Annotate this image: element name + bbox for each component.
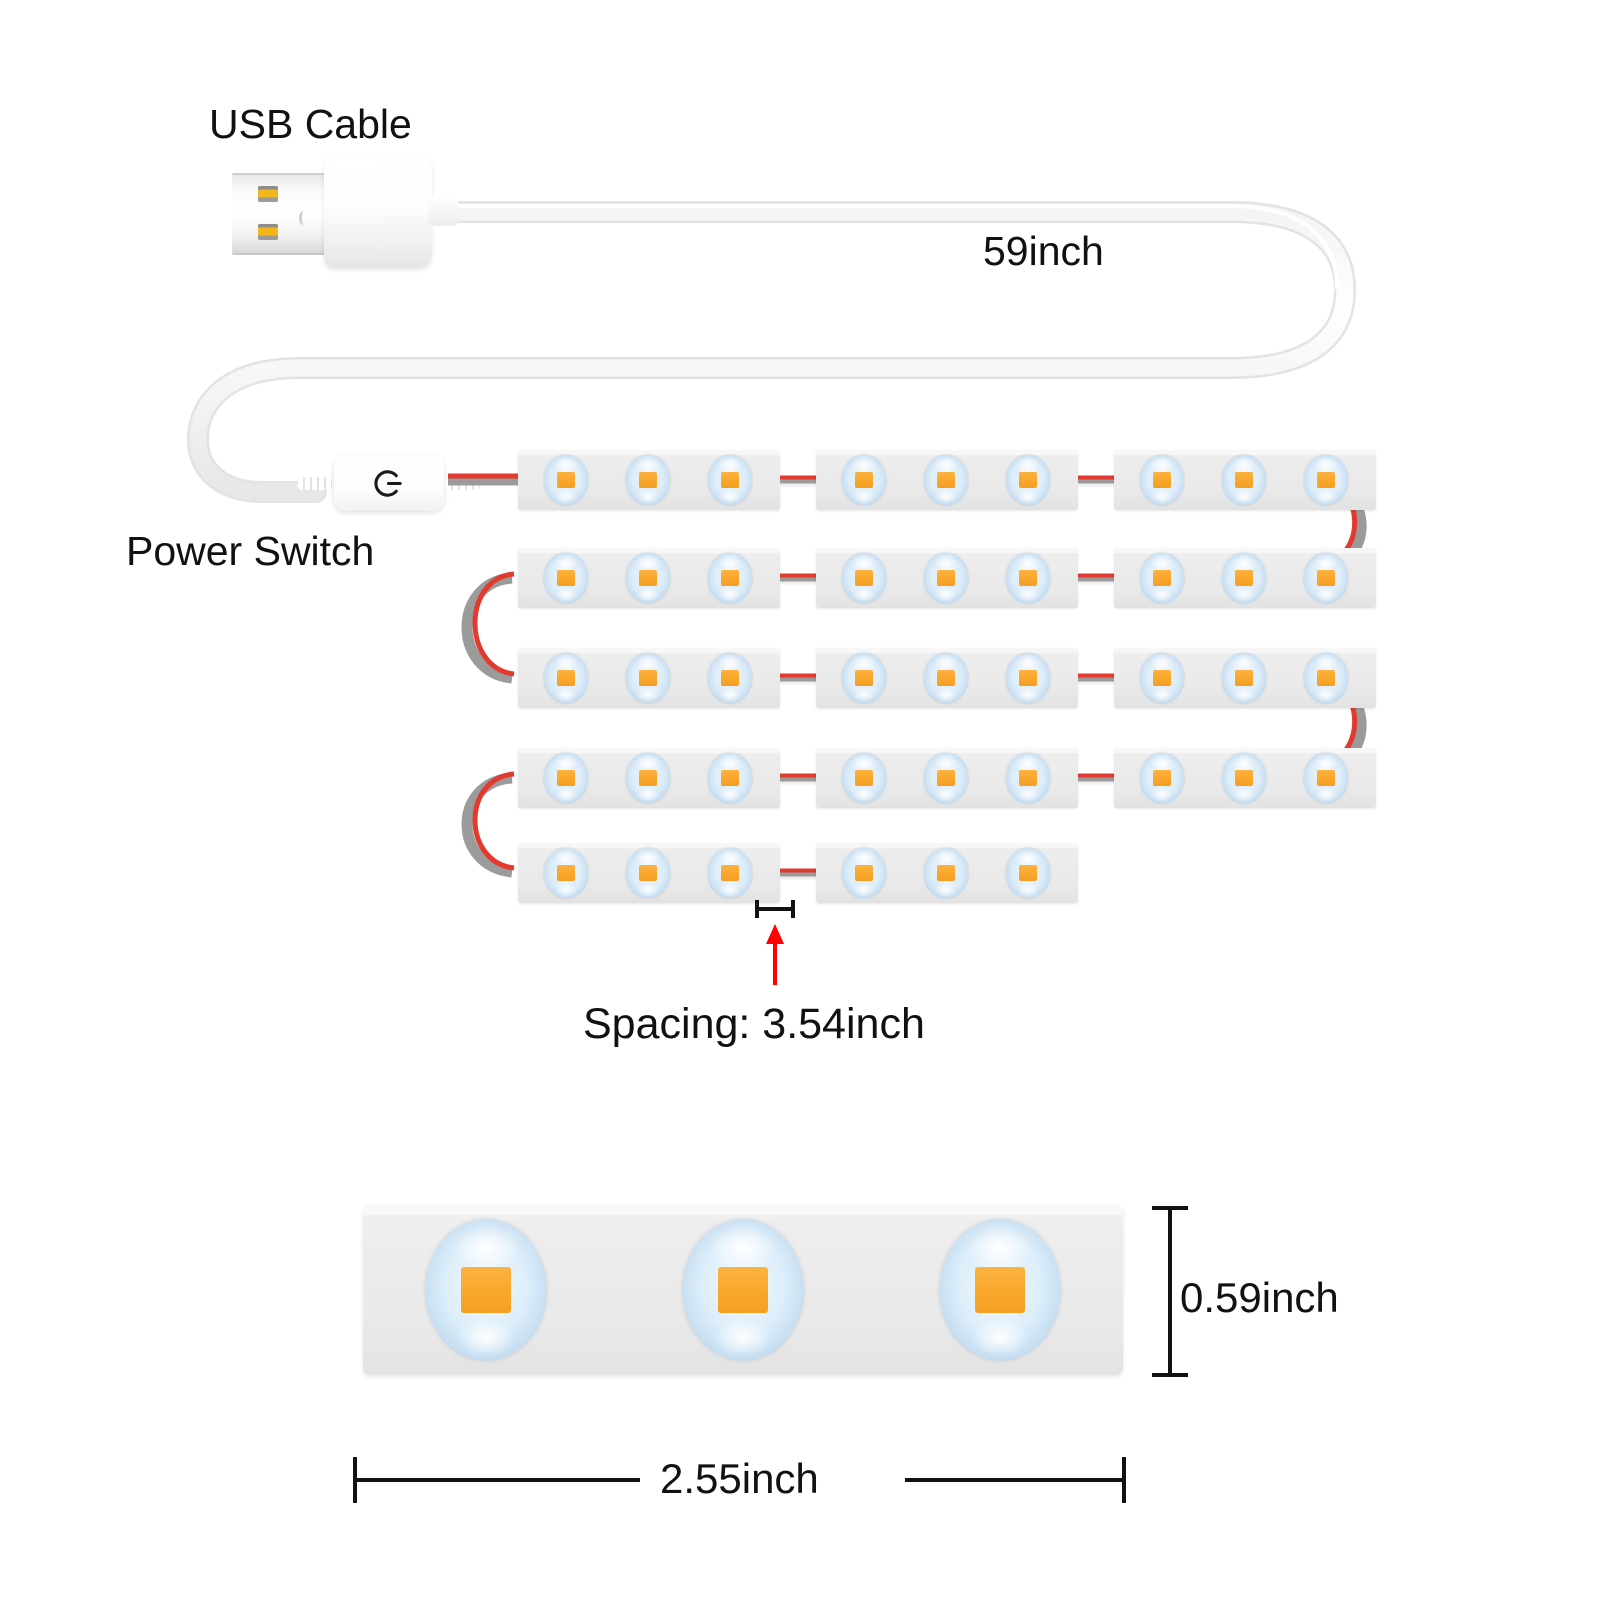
led-icon	[1304, 455, 1348, 505]
led-icon	[1222, 455, 1266, 505]
spacing-label: Spacing: 3.54inch	[583, 1000, 925, 1048]
led-icon	[544, 653, 588, 703]
led-icon	[1140, 553, 1184, 603]
led-icon	[1304, 653, 1348, 703]
module-link-wire	[780, 866, 816, 880]
led-icon	[1006, 553, 1050, 603]
power-icon	[374, 470, 402, 497]
led-icon	[708, 553, 752, 603]
usb-cable-label: USB Cable	[209, 101, 412, 147]
led-module	[518, 548, 780, 608]
module-link-wire	[780, 771, 816, 785]
led-module	[816, 648, 1078, 708]
led-icon	[626, 553, 670, 603]
led-icon	[426, 1220, 546, 1360]
led-icon	[924, 753, 968, 803]
led-icon	[1006, 848, 1050, 898]
led-module	[1114, 648, 1376, 708]
power-switch-label: Power Switch	[126, 528, 375, 574]
led-module	[518, 748, 780, 808]
led-icon	[544, 455, 588, 505]
led-strip-row	[518, 648, 1376, 708]
led-icon	[924, 653, 968, 703]
led-icon	[708, 455, 752, 505]
led-icon	[1140, 653, 1184, 703]
led-module	[518, 450, 780, 510]
cable-length-label: 59inch	[983, 228, 1104, 274]
module-link-wire	[1078, 671, 1114, 685]
led-module	[816, 843, 1078, 903]
led-strip-row	[518, 748, 1376, 808]
led-icon	[842, 753, 886, 803]
led-module	[816, 450, 1078, 510]
led-icon	[842, 653, 886, 703]
led-icon	[1222, 753, 1266, 803]
led-icon	[544, 753, 588, 803]
module-link-wire	[1078, 771, 1114, 785]
led-icon	[1006, 455, 1050, 505]
led-icon	[940, 1220, 1060, 1360]
module-link-wire	[1078, 473, 1114, 487]
module-height-label: 0.59inch	[1180, 1274, 1339, 1321]
led-icon	[626, 653, 670, 703]
led-module	[518, 843, 780, 903]
led-icon	[842, 455, 886, 505]
led-module	[816, 748, 1078, 808]
module-link-wire	[780, 571, 816, 585]
switch-lead-left	[298, 477, 332, 490]
usb-strain-relief	[428, 196, 458, 226]
led-strip-row	[518, 843, 1078, 903]
led-module	[1114, 450, 1376, 510]
led-module	[518, 648, 780, 708]
led-icon	[683, 1220, 803, 1360]
module-width-label: 2.55inch	[660, 1455, 819, 1502]
led-icon	[924, 455, 968, 505]
usb-contact-pin	[258, 186, 278, 202]
usb-notch	[299, 211, 309, 225]
led-module	[816, 548, 1078, 608]
usb-plug-icon	[232, 156, 458, 268]
led-icon	[708, 753, 752, 803]
led-icon	[1006, 653, 1050, 703]
usb-housing	[324, 156, 432, 268]
led-icon	[842, 848, 886, 898]
led-icon	[1006, 753, 1050, 803]
led-icon	[842, 553, 886, 603]
led-strip-row	[518, 450, 1376, 510]
led-icon	[924, 553, 968, 603]
led-icon	[1222, 553, 1266, 603]
led-icon	[1140, 455, 1184, 505]
led-icon	[1304, 553, 1348, 603]
led-module	[1114, 548, 1376, 608]
led-icon	[544, 848, 588, 898]
usb-metal-tongue	[232, 173, 340, 255]
module-link-wire	[780, 473, 816, 487]
led-module	[1114, 748, 1376, 808]
led-icon	[544, 553, 588, 603]
led-icon	[1140, 753, 1184, 803]
module-link-wire	[1078, 571, 1114, 585]
led-icon	[708, 848, 752, 898]
module-link-wire	[780, 671, 816, 685]
led-icon	[708, 653, 752, 703]
led-strip-row	[518, 548, 1376, 608]
led-icon	[924, 848, 968, 898]
led-icon	[1304, 753, 1348, 803]
led-module-detail	[363, 1205, 1123, 1375]
led-icon	[626, 455, 670, 505]
usb-contact-pin	[258, 224, 278, 240]
led-icon	[1222, 653, 1266, 703]
led-icon	[626, 848, 670, 898]
led-icon	[626, 753, 670, 803]
